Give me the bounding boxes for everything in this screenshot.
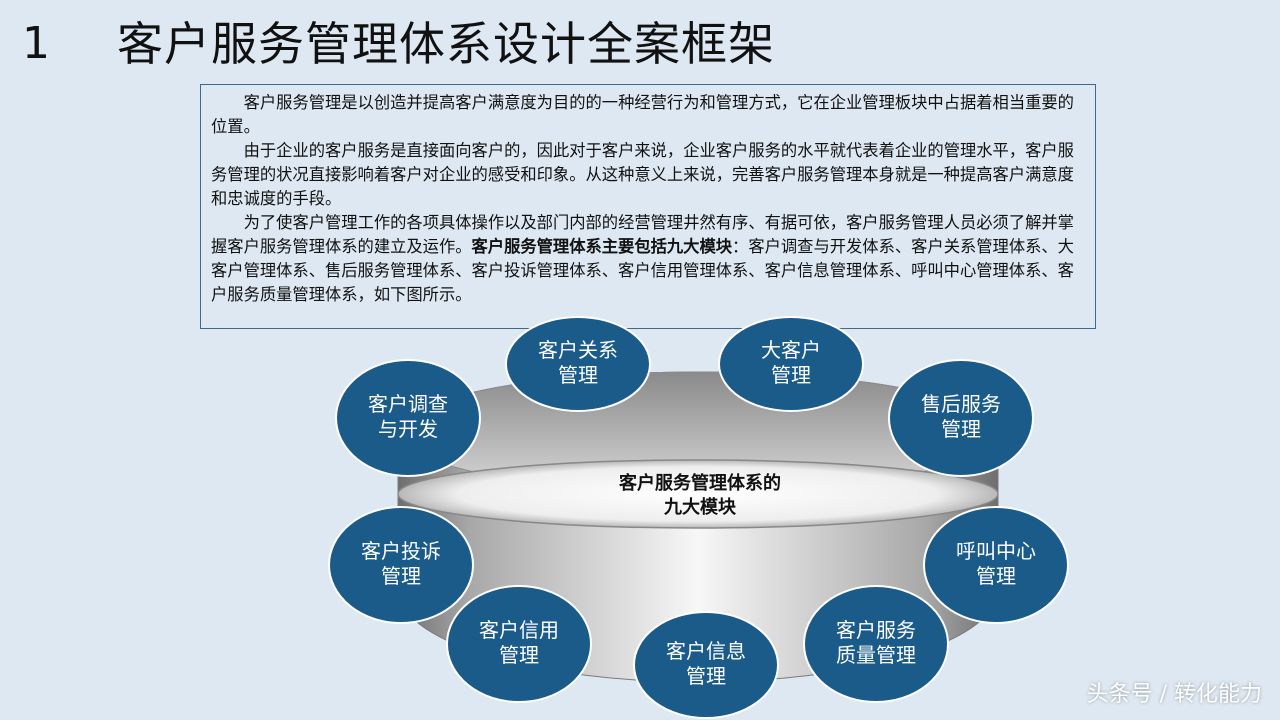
module-credit-label: 客户信用管理 — [449, 618, 589, 668]
intro-paragraph-2: 由于企业的客户服务是直接面向客户的，因此对于客户来说，企业客户服务的水平就代表着… — [211, 141, 1074, 208]
module-key-account-label-line-2: 管理 — [771, 363, 811, 387]
module-key-account-label-line-1: 大客户 — [761, 338, 821, 362]
module-information-label-line-2: 管理 — [686, 664, 726, 688]
intro-paragraph-3: 为了使客户管理工作的各项具体操作以及部门内部的经营管理井然有序、有据可依，客户服… — [211, 211, 1085, 307]
module-customer-survey-circle — [335, 359, 481, 477]
module-customer-relations-label-line-2: 管理 — [558, 363, 598, 387]
module-customer-relations-label-line-1: 客户关系 — [538, 338, 618, 362]
cylinder-middle-disk — [397, 459, 999, 529]
module-after-sales-label-line-1: 售后服务 — [921, 392, 1001, 416]
module-service-quality-label-line-2: 质量管理 — [836, 643, 916, 667]
module-information-circle — [633, 611, 779, 719]
module-complaint-label: 客户投诉管理 — [331, 539, 471, 589]
module-credit-label-line-1: 客户信用 — [479, 618, 559, 642]
module-after-sales-label: 售后服务管理 — [891, 392, 1031, 442]
intro-text-box: 客户服务管理是以创造并提高客户满意度为目的的一种经营行为和管理方式，它在企业管理… — [200, 84, 1096, 329]
module-after-sales-label-line-2: 管理 — [941, 417, 981, 441]
module-customer-relations-circle — [505, 316, 651, 412]
module-complaint-circle — [328, 506, 474, 624]
hub-label-line-2: 九大模块 — [664, 497, 736, 518]
module-after-sales-circle — [888, 359, 1034, 477]
module-credit-circle — [446, 585, 592, 703]
module-call-center-label-line-1: 呼叫中心 — [956, 539, 1036, 563]
module-credit-label-line-2: 管理 — [499, 643, 539, 667]
module-call-center-circle — [923, 506, 1069, 624]
module-call-center-label: 呼叫中心管理 — [926, 539, 1066, 589]
hub-label-line-1: 客户服务管理体系的 — [619, 473, 781, 494]
intro-paragraph-1: 客户服务管理是以创造并提高客户满意度为目的的一种经营行为和管理方式，它在企业管理… — [211, 93, 1074, 136]
module-information-label: 客户信息管理 — [636, 639, 776, 689]
module-complaint-label-line-1: 客户投诉 — [361, 539, 441, 563]
module-service-quality-label-line-1: 客户服务 — [836, 618, 916, 642]
module-customer-survey-label-line-1: 客户调查 — [368, 392, 448, 416]
watermark: 头条号 / 转化能力 — [1086, 682, 1262, 707]
module-customer-survey-label-line-2: 与开发 — [378, 417, 438, 441]
module-call-center-label-line-2: 管理 — [976, 564, 1016, 588]
module-service-quality-circle — [803, 585, 949, 703]
intro-p3-bold: 客户服务管理体系主要包括九大模块 — [471, 237, 733, 256]
module-customer-survey-label: 客户调查与开发 — [338, 392, 478, 442]
module-customer-relations-label: 客户关系管理 — [508, 338, 648, 388]
module-complaint-label-line-2: 管理 — [381, 564, 421, 588]
slide-title: 客户服务管理体系设计全案框架 — [117, 17, 775, 71]
slide-number: 1 — [22, 18, 50, 69]
intro-p3-rest: ：客户调查与开发体系、客户关系管理体系、大客户管理体系、售后服务管理体系、客户投… — [211, 237, 1074, 304]
module-key-account-label: 大客户管理 — [721, 338, 861, 388]
hub-label: 客户服务管理体系的 九大模块 — [560, 472, 840, 520]
module-key-account-circle — [718, 316, 864, 412]
module-service-quality-label: 客户服务质量管理 — [806, 618, 946, 668]
intro-p3-text: 为了使客户管理工作的各项具体操作以及部门内部的经营管理井然有序、有据可依，客户服… — [211, 213, 1074, 256]
module-information-label-line-1: 客户信息 — [666, 639, 746, 663]
